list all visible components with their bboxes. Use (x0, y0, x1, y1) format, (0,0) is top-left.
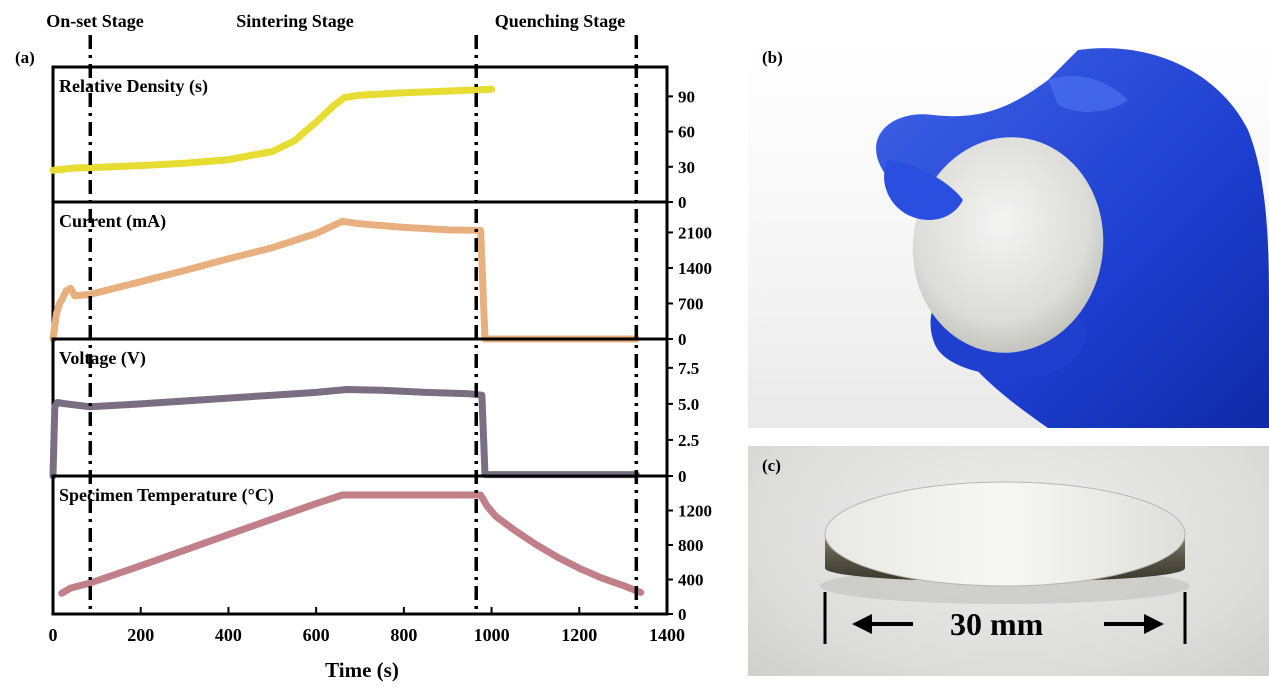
stage-label-sintering: Sintering Stage (236, 11, 354, 31)
y-tick-label: 700 (678, 294, 704, 313)
photo-specimen-disc-side-view: (c) 30 mm (748, 446, 1269, 676)
x-axis-title: Time (s) (325, 658, 399, 682)
panel-title: Current (mA) (59, 211, 166, 232)
y-tick-label: 1400 (678, 259, 712, 278)
y-tick-label: 0 (678, 330, 687, 349)
y-tick-label: 0 (678, 193, 687, 212)
series-line (58, 491, 645, 597)
stage-label-onset: On-set Stage (46, 11, 144, 31)
y-tick-label: 7.5 (678, 359, 699, 378)
panel-title: Specimen Temperature (°C) (59, 485, 274, 506)
y-tick-label: 60 (678, 123, 695, 142)
series-line (49, 85, 496, 174)
x-tick-label: 400 (215, 625, 242, 645)
panel-label-c: (c) (762, 456, 781, 475)
panel-0: 0 30 60 90 Relative Density (s) (49, 65, 695, 212)
x-tick-label: 1200 (561, 625, 597, 645)
panel-2: 0 2.5 5.0 7.5 Voltage (V) (49, 337, 699, 486)
scale-bar-label: 30 mm (950, 606, 1044, 642)
x-tick-label: 800 (390, 625, 417, 645)
panel-1: 0 700 1400 2100 Current (mA) (49, 200, 712, 349)
stage-label-quenching: Quenching Stage (495, 11, 626, 31)
x-tick-label: 0 (49, 625, 58, 645)
scale-arrow-right-icon (1104, 614, 1164, 634)
panel-title: Voltage (V) (59, 348, 146, 369)
y-tick-label: 2100 (678, 223, 712, 242)
panel-3: 0 400 800 1200 Specimen Temperature (°C) (51, 474, 712, 624)
x-tick-label: 200 (127, 625, 154, 645)
panel-title: Relative Density (s) (59, 76, 208, 97)
scale-arrow-left-icon (852, 614, 913, 634)
x-axis: 0 200 400 600 800 1000 1200 1400 (49, 607, 685, 645)
y-tick-label: 1200 (678, 502, 712, 521)
y-tick-label: 400 (678, 571, 704, 590)
x-tick-label: 1400 (649, 625, 685, 645)
series-line (49, 217, 640, 343)
y-tick-label: 5.0 (678, 395, 699, 414)
y-tick-label: 90 (678, 87, 695, 106)
y-tick-label: 0 (678, 605, 687, 624)
y-tick-label: 2.5 (678, 431, 699, 450)
x-tick-label: 1000 (474, 625, 510, 645)
gloved-hand-illustration (876, 48, 1269, 428)
y-tick-label: 800 (678, 536, 704, 555)
photo-specimen-in-gloved-hand: (b) (748, 40, 1269, 428)
panel-label-a: (a) (15, 48, 35, 67)
series-line (49, 386, 640, 480)
x-tick-label: 600 (303, 625, 330, 645)
y-tick-label: 0 (678, 467, 687, 486)
y-tick-label: 30 (678, 158, 695, 177)
disc-side-illustration (820, 481, 1190, 644)
panel-label-b: (b) (762, 48, 783, 67)
